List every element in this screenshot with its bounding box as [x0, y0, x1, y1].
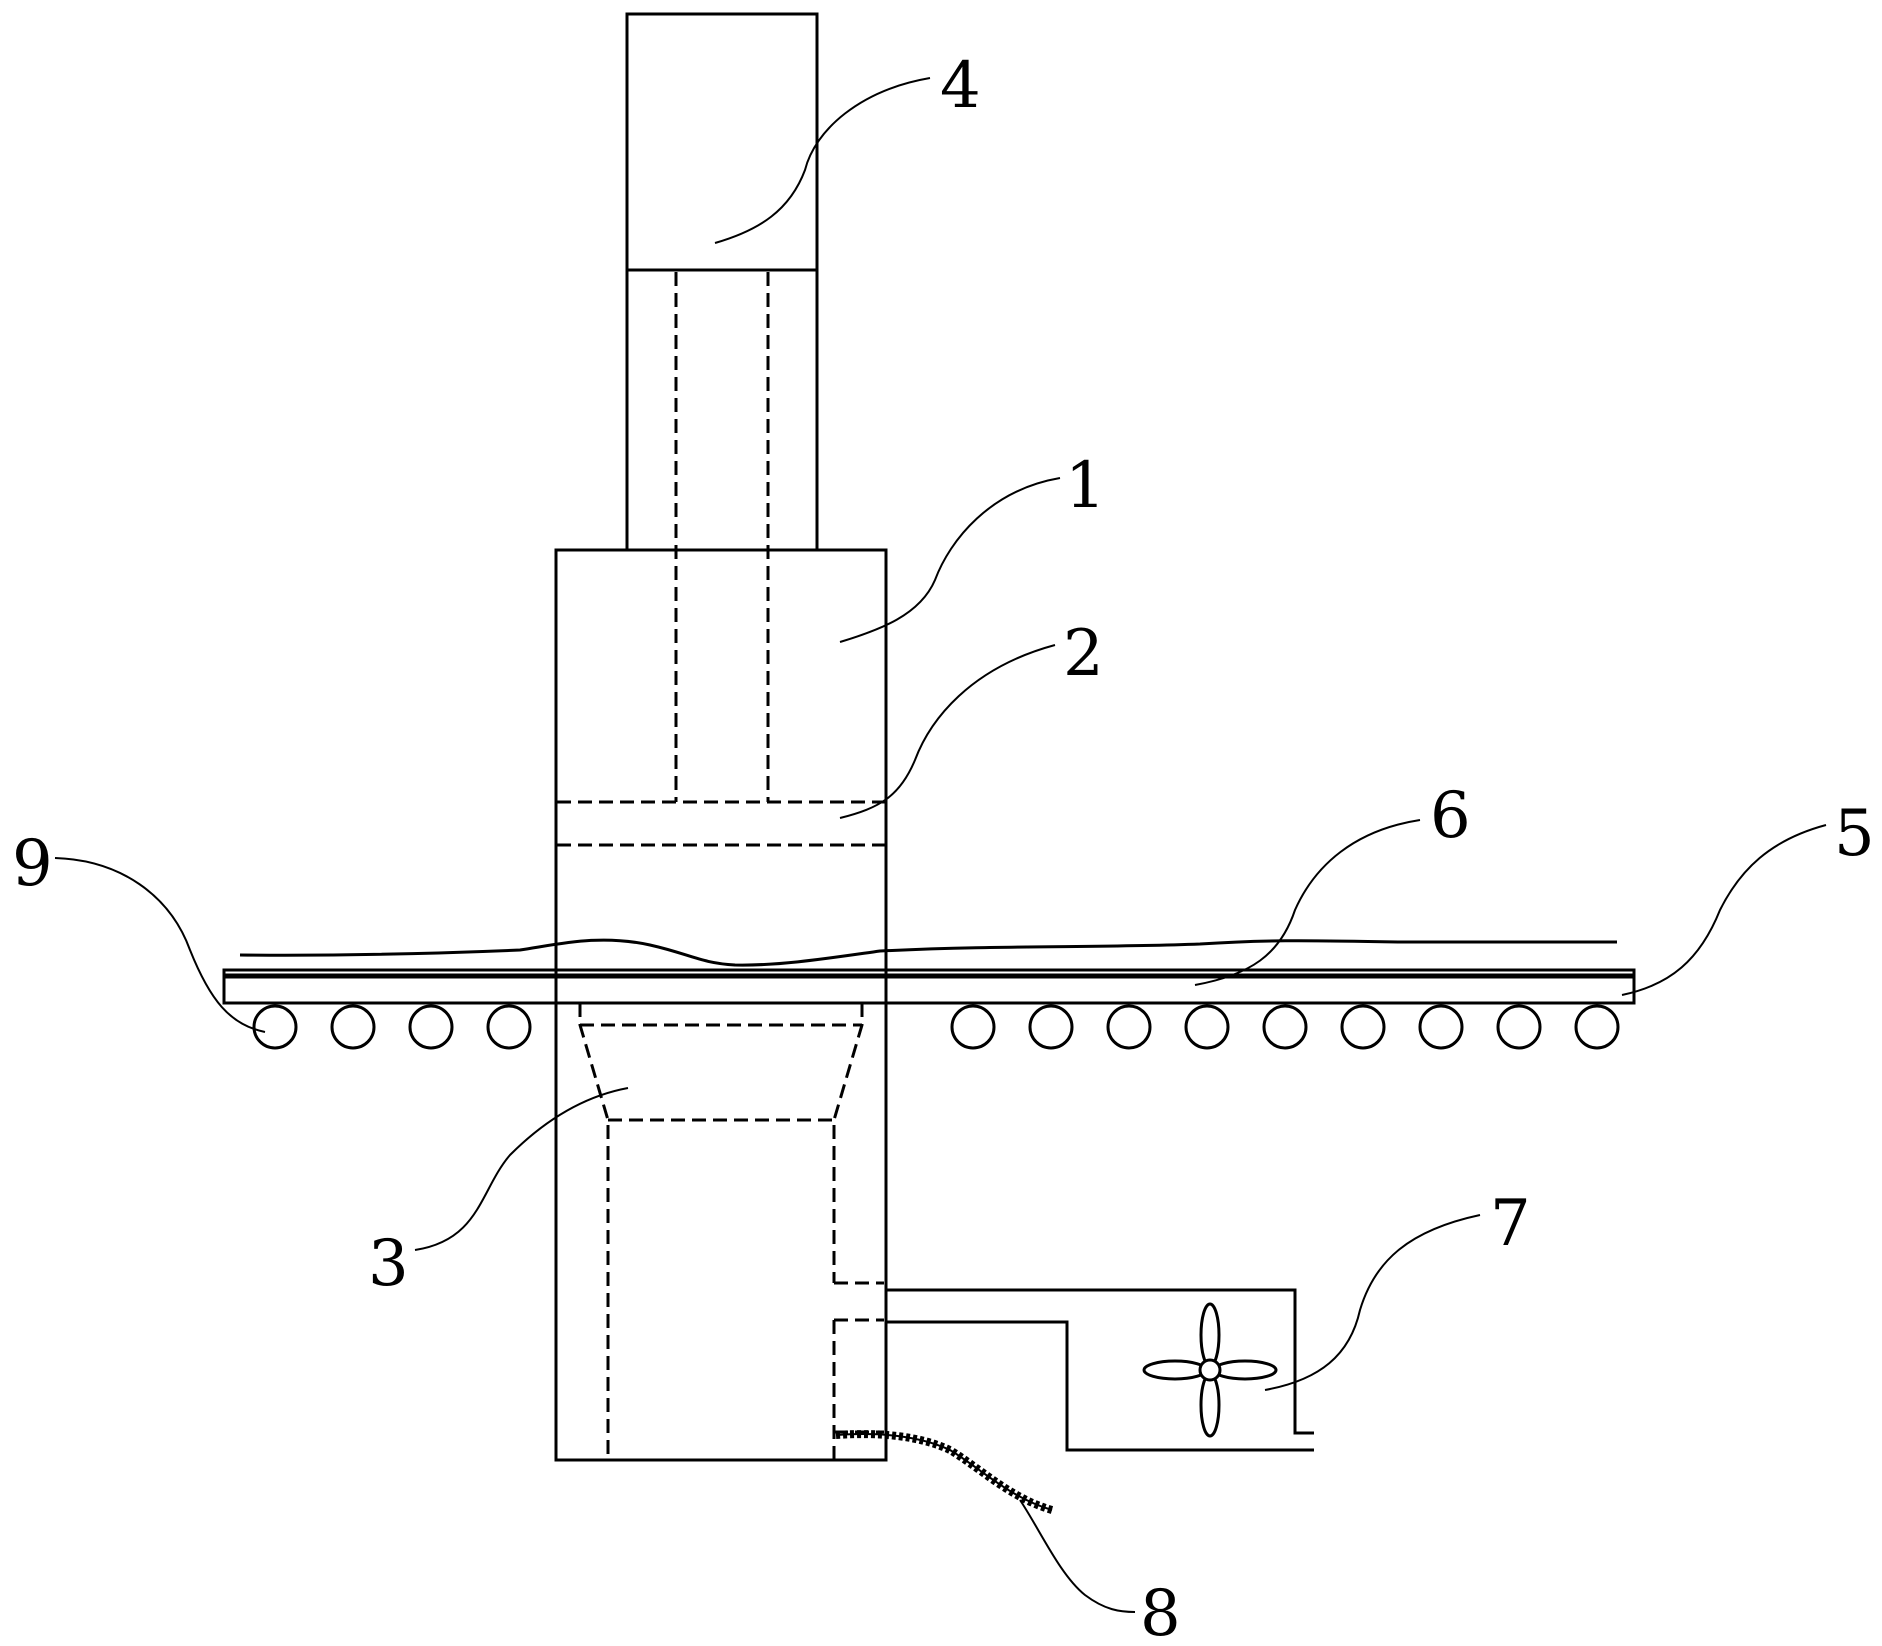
roller: [252, 1004, 298, 1050]
roller: [1340, 1004, 1386, 1050]
roller: [1418, 1004, 1464, 1050]
leader-9: [54, 857, 266, 1033]
callout-4: 4: [940, 49, 981, 123]
piston-rods: [674, 272, 770, 802]
callout-9: 9: [12, 827, 53, 901]
callouts: 4 1 2 6 5 9 3 7 8: [12, 49, 1875, 1646]
part-8-wire: [835, 1430, 1054, 1514]
leader-8: [1019, 1499, 1136, 1613]
callout-2: 2: [1063, 617, 1104, 691]
callout-7: 7: [1490, 1187, 1531, 1261]
leader-4: [714, 77, 931, 244]
part-4-actuator: [625, 12, 819, 550]
callout-6: 6: [1430, 779, 1471, 853]
leader-lines: [54, 77, 1827, 1613]
callout-5: 5: [1834, 797, 1875, 871]
callout-8: 8: [1140, 1577, 1181, 1646]
part-6-sheet: [239, 938, 1617, 967]
leader-5: [1621, 824, 1827, 996]
part-5-conveyor: [222, 968, 1636, 1005]
roller: [950, 1004, 996, 1050]
leader-7: [1264, 1214, 1481, 1391]
callout-1: 1: [1065, 449, 1106, 523]
part-2-press-plate: [557, 800, 885, 847]
leader-3: [414, 1087, 629, 1251]
roller: [1262, 1004, 1308, 1050]
part-9-rollers: [252, 1004, 1620, 1050]
roller: [486, 1004, 532, 1050]
roller: [1574, 1004, 1620, 1050]
leader-2: [839, 644, 1056, 819]
leader-6: [1194, 819, 1421, 986]
roller: [1106, 1004, 1152, 1050]
roller: [1028, 1004, 1074, 1050]
roller: [330, 1004, 376, 1050]
part-7-fan-duct: [886, 1288, 1314, 1452]
roller: [408, 1004, 454, 1050]
roller: [1496, 1004, 1542, 1050]
fan-icon: [1142, 1302, 1278, 1438]
callout-3: 3: [368, 1227, 409, 1301]
roller: [1184, 1004, 1230, 1050]
leader-1: [839, 477, 1061, 643]
part-3-funnel: [578, 1003, 884, 1460]
part-1-main-body: [554, 548, 888, 1462]
